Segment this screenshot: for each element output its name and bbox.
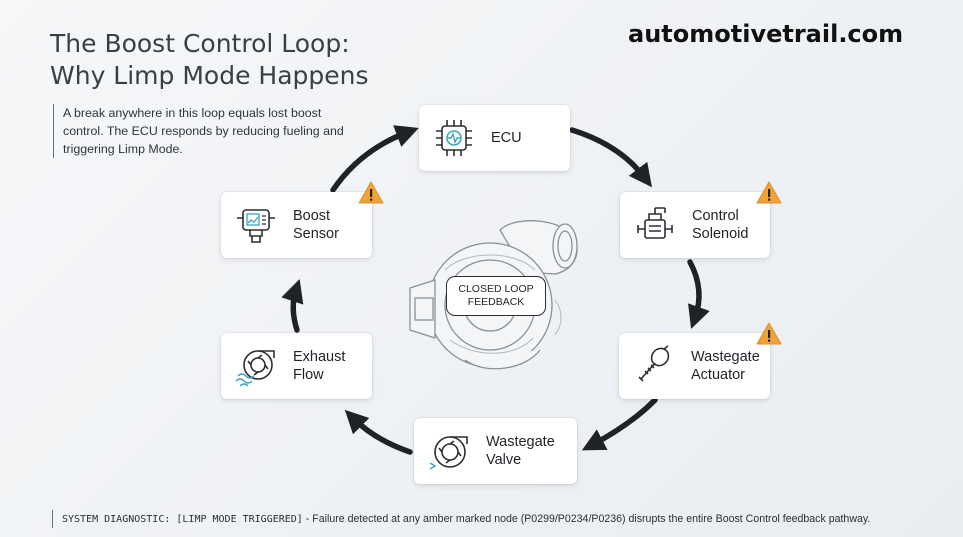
node-exhaust-flow[interactable]: Exhaust Flow: [221, 333, 372, 399]
warning-icon-control-solenoid: [756, 181, 782, 205]
node-wastegate-actuator[interactable]: Wastegate Actuator: [619, 333, 770, 399]
chip-icon: [431, 115, 477, 161]
diagnostic-prefix: SYSTEM DIAGNOSTIC: [LIMP MODE TRIGGERED]: [62, 514, 303, 525]
warning-icon-wastegate-actuator: [756, 322, 782, 346]
warning-icon-boost-sensor: [358, 181, 384, 205]
actuator-icon: [631, 343, 677, 389]
arrow-exhaust-to-sensor: [281, 279, 304, 333]
intro-text: A break anywhere in this loop equals los…: [53, 104, 353, 158]
node-ecu[interactable]: ECU: [419, 105, 570, 171]
node-boost-sensor[interactable]: Boost Sensor: [221, 192, 372, 258]
arrow-solenoid-to-actuator: [687, 259, 710, 329]
title-line-1: The Boost Control Loop:: [50, 29, 350, 58]
pressure-sensor-icon: [233, 202, 279, 248]
diagnostic-text: - Failure detected at any amber marked n…: [302, 513, 871, 525]
exhaust-turbine-icon: [233, 343, 279, 389]
node-ecu-label: ECU: [491, 130, 522, 146]
solenoid-icon: [632, 202, 678, 248]
turbine-icon: [426, 428, 472, 474]
node-control-solenoid[interactable]: Control Solenoid: [620, 192, 770, 258]
node-boost-sensor-label: Boost Sensor: [293, 208, 339, 242]
node-control-solenoid-label: Control Solenoid: [692, 208, 749, 242]
title-line-2: Why Limp Mode Happens: [50, 61, 369, 90]
site-name: automotivetrail.com: [628, 20, 904, 48]
arrow-valve-to-exhaust: [344, 409, 413, 455]
arrow-ecu-to-solenoid: [569, 127, 652, 188]
node-exhaust-flow-label: Exhaust Flow: [293, 349, 346, 383]
node-wastegate-actuator-label: Wastegate Actuator: [691, 349, 760, 383]
closed-loop-feedback-label: CLOSED LOOP FEEDBACK: [446, 276, 546, 316]
node-wastegate-valve[interactable]: Wastegate Valve: [414, 418, 577, 484]
system-diagnostic-footer: SYSTEM DIAGNOSTIC: [LIMP MODE TRIGGERED]…: [52, 510, 870, 528]
arrow-actuator-to-valve: [581, 397, 658, 451]
node-wastegate-valve-label: Wastegate Valve: [486, 434, 555, 468]
arrow-sensor-to-ecu: [330, 125, 419, 193]
page-title: The Boost Control Loop: Why Limp Mode Ha…: [50, 28, 369, 92]
